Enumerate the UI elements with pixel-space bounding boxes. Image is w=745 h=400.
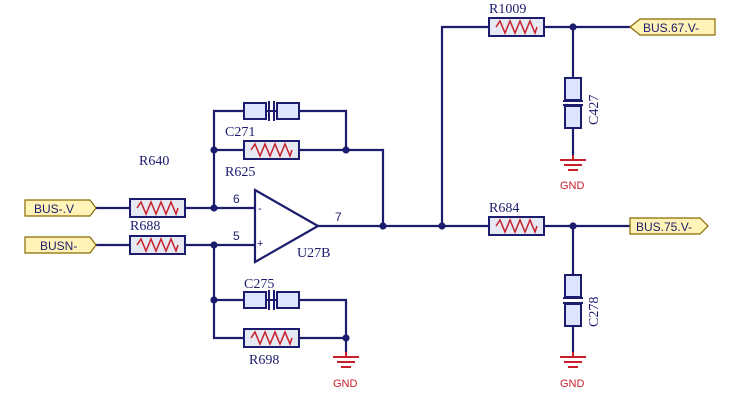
opamp-minus-sign: - (258, 203, 262, 215)
junctions (210, 23, 577, 342)
junction-dot (569, 23, 577, 31)
pin-number: 6 (233, 192, 240, 206)
port-busn[interactable]: BUSN- (24, 236, 97, 254)
resistor-label: R640 (139, 154, 169, 169)
resistor-label: R688 (130, 219, 160, 234)
junction-dot (342, 334, 350, 342)
capacitor-c275[interactable]: C275 (243, 277, 300, 310)
port-label: BUSN- (40, 239, 77, 253)
junction-dot (210, 241, 218, 249)
wires (96, 25, 630, 352)
capacitor-label: C427 (587, 95, 602, 125)
capacitor-c278[interactable]: C278 (563, 274, 602, 327)
junction-dot (438, 222, 446, 230)
port-label: BUS-.V (34, 202, 74, 216)
ground-symbol-c427: GND (560, 155, 586, 192)
pin-number: 7 (335, 210, 342, 224)
junction-dot (210, 146, 218, 154)
port-bus-v-inv[interactable]: BUS-.V (24, 199, 97, 217)
capacitor-c271[interactable]: C271 (225, 101, 300, 140)
resistor-r625[interactable]: R625 (225, 140, 300, 180)
resistor-r698[interactable]: R698 (243, 328, 300, 368)
capacitor-label: C271 (225, 125, 255, 140)
ground-symbol-r698: GND (333, 352, 359, 390)
resistor-label: R625 (225, 165, 255, 180)
resistor-r1009[interactable]: R1009 (488, 2, 545, 37)
resistor-label: R698 (249, 353, 279, 368)
ground-label: GND (560, 378, 585, 390)
pin-number: 5 (233, 229, 240, 243)
capacitor-c427[interactable]: C427 (563, 77, 602, 129)
resistor-label: R684 (489, 201, 519, 216)
port-label: BUS.67.V- (643, 21, 699, 35)
ground-label: GND (560, 180, 585, 192)
resistor-r684[interactable]: R684 (488, 201, 545, 236)
junction-dot (569, 222, 577, 230)
resistor-label: R1009 (489, 2, 526, 17)
junction-dot (210, 296, 218, 304)
capacitor-label: C275 (244, 277, 274, 292)
junction-dot (342, 146, 350, 154)
port-bus-75-v[interactable]: BUS.75.V- (629, 217, 709, 235)
port-bus-67-v[interactable]: BUS.67.V- (629, 18, 716, 36)
resistor-r640[interactable]: R640 (129, 154, 186, 218)
opamp-plus-sign: + (257, 238, 263, 250)
ground-symbol-c278: GND (560, 352, 586, 390)
capacitor-label: C278 (587, 297, 602, 327)
port-label: BUS.75.V- (636, 220, 692, 234)
resistor-r688[interactable]: R688 (129, 219, 186, 255)
junction-dot (379, 222, 387, 230)
opamp-u27b[interactable]: - + 6 5 7 U27B (233, 188, 342, 264)
ground-label: GND (333, 378, 358, 390)
opamp-label: U27B (297, 246, 330, 261)
junction-dot (210, 204, 218, 212)
